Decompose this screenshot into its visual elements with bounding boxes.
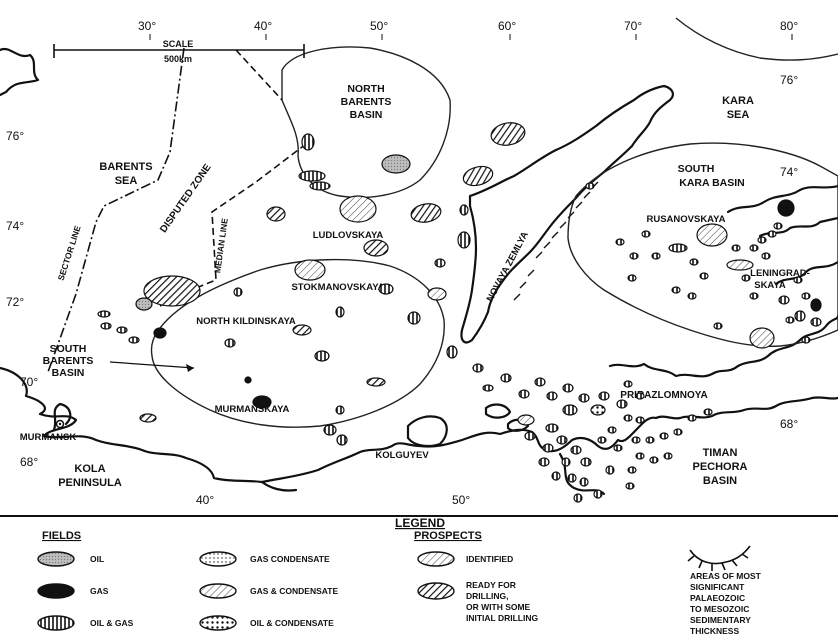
- legend-ready-symbol: [417, 582, 455, 600]
- lon-40-south: 40°: [196, 493, 214, 507]
- barents-sea-label-2: SEA: [115, 175, 138, 187]
- lat-76-west: 76°: [6, 129, 24, 143]
- legend-gas-and-condensate-label: GAS & CONDENSATE: [250, 586, 338, 596]
- lon-50-south: 50°: [452, 493, 470, 507]
- lat-72-west: 72°: [6, 295, 24, 309]
- south-barents-basin-label-2: BARENTS: [43, 355, 94, 367]
- legend-ready-label-2: DRILLING,: [466, 591, 509, 601]
- legend-gas-condensate-symbol: [199, 551, 237, 567]
- south-barents-basin-label-3: BASIN: [52, 367, 85, 379]
- lat-76-east: 76°: [780, 73, 798, 87]
- place-labels: LUDLOVSKAYA STOKMANOVSKAYA NORTH KILDINS…: [20, 214, 810, 461]
- south-kara-basin-label-2: KARA BASIN: [679, 177, 745, 189]
- legend-gas-label: GAS: [90, 586, 109, 596]
- sector-line-label: SECTOR LINE: [56, 224, 83, 282]
- lon-30: 30°: [138, 19, 156, 33]
- legend-thickness-label-5: SEDIMENTARY: [690, 615, 751, 625]
- barents-sea-label-1: BARENTS: [99, 161, 152, 173]
- lat-68-west: 68°: [20, 455, 38, 469]
- lon-50: 50°: [370, 19, 388, 33]
- lat-74-east: 74°: [780, 165, 798, 179]
- kara-sea-label-1: KARA: [722, 95, 754, 107]
- scale-distance: 500km: [164, 54, 192, 64]
- legend-oil-gas-label: OIL & GAS: [90, 618, 134, 628]
- legend-ready-label-1: READY FOR: [466, 580, 516, 590]
- legend-oil-symbol: [37, 551, 75, 567]
- legend-thickness-label-3: PALAEOZOIC: [690, 593, 745, 603]
- kola-peninsula-label-2: PENINSULA: [58, 477, 122, 489]
- kolguyev-label: KOLGUYEV: [375, 450, 429, 461]
- kola-peninsula-label-1: KOLA: [74, 463, 105, 475]
- south-barents-arrow: [109, 361, 195, 369]
- legend-thickness-label-4: TO MESOZOIC: [690, 604, 749, 614]
- kara-sea-label-2: SEA: [727, 109, 750, 121]
- lon-80: 80°: [780, 19, 798, 33]
- legend-gas-condensate-label: GAS CONDENSATE: [250, 554, 330, 564]
- timan-pechora-label-2: PECHORA: [692, 461, 747, 473]
- novaya-zemlya-thickness-marks: [513, 181, 599, 301]
- murmanskaya-label: MURMANSKAYA: [215, 404, 290, 415]
- south-kara-basin-label-1: SOUTH: [678, 163, 715, 175]
- lon-60: 60°: [498, 19, 516, 33]
- legend-ready-label-4: INITIAL DRILLING: [466, 613, 538, 623]
- leningradskaya-label-1: LENINGRAD-: [750, 268, 810, 279]
- legend-identified-symbol: [417, 551, 455, 567]
- basin-outlines: [150, 17, 838, 428]
- disputed-zone-label: DISPUTED ZONE: [158, 162, 214, 235]
- legend-oil-gas-symbol: [37, 615, 75, 631]
- murmansk-label: MURMANSK: [20, 432, 77, 443]
- north-barents-basin-label-3: BASIN: [350, 109, 383, 121]
- legend-title: LEGEND: [395, 516, 445, 530]
- coastlines: [0, 47, 838, 496]
- leningradskaya-label-2: SKAYA: [754, 280, 786, 291]
- legend-gas-symbol: [37, 583, 75, 599]
- legend-thickness-label-2: SIGNIFICANT: [690, 582, 745, 592]
- south-barents-basin-label-1: SOUTH: [50, 343, 87, 355]
- legend-oil-condensate-symbol: [199, 615, 237, 631]
- legend-identified-label: IDENTIFIED: [466, 554, 513, 564]
- rusanovskaya-label: RUSANOVSKAYA: [646, 214, 725, 225]
- legend-fields-heading: FIELDS: [42, 530, 81, 542]
- legend-gas-and-condensate-symbol: [199, 583, 237, 599]
- longitude-labels: 30° 40° 50° 60° 70° 80° 40° 50°: [138, 19, 798, 507]
- prirazlomnoya-label: PRIRAZLOMNOYA: [620, 390, 707, 401]
- north-kildinskaya-label: NORTH KILDINSKAYA: [196, 316, 296, 327]
- field-markers: [97, 122, 822, 503]
- legend-thickness-symbol: [687, 545, 751, 571]
- legend-prospects-heading: PROSPECTS: [414, 530, 482, 542]
- lat-68-east: 68°: [780, 417, 798, 431]
- legend-oil-condensate-label: OIL & CONDENSATE: [250, 618, 334, 628]
- scale-title: SCALE: [163, 39, 194, 49]
- lat-74-west: 74°: [6, 219, 24, 233]
- timan-pechora-label-1: TIMAN: [703, 447, 738, 459]
- sector-line: [47, 47, 185, 373]
- disputed-zone-line: [235, 49, 283, 101]
- north-barents-basin-label-2: BARENTS: [341, 96, 392, 108]
- timan-pechora-label-3: BASIN: [703, 475, 737, 487]
- latitude-labels: 76° 74° 72° 70° 68° 76° 74° 68°: [6, 73, 798, 469]
- median-line-label: MEDIAN LINE: [212, 217, 230, 273]
- scale-bar: SCALE 500km: [53, 39, 305, 64]
- legend: LEGEND FIELDS PROSPECTS OIL GAS OIL & GA…: [0, 515, 838, 636]
- ludlovskaya-label: LUDLOVSKAYA: [313, 230, 384, 241]
- legend-thickness-label-6: THICKNESS: [690, 626, 739, 636]
- lon-40: 40°: [254, 19, 272, 33]
- lat-70-west: 70°: [20, 375, 38, 389]
- north-barents-basin-label-1: NORTH: [347, 83, 384, 95]
- legend-ready-label-3: OR WITH SOME: [466, 602, 531, 612]
- legend-thickness-label-1: AREAS OF MOST: [690, 571, 762, 581]
- lon-70: 70°: [624, 19, 642, 33]
- novaya-zemlya-label: NOVAYA ZEMLYA: [485, 230, 531, 304]
- legend-oil-label: OIL: [90, 554, 104, 564]
- stokmanovskaya-label: STOKMANOVSKAYA: [291, 282, 384, 293]
